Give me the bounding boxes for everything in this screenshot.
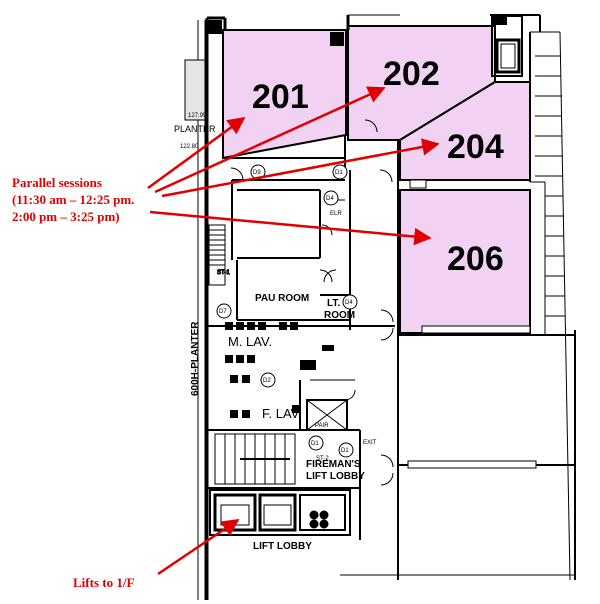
elr-label: ELR: [330, 211, 342, 217]
door-tag-d1-upper: [332, 164, 348, 180]
door-tag-d2-label: D2: [263, 378, 271, 384]
door-tag-d4-lower: [342, 294, 358, 310]
planter-area: PLANTER 127.95 122.80: [174, 59, 216, 150]
door-tag-d7: [216, 303, 232, 319]
lifts-annotation: Lifts to 1/F: [73, 575, 135, 590]
lavatory-fixtures: [225, 322, 334, 418]
parallel-sessions-time-1: (11:30 am – 12:25 pm.: [12, 192, 135, 207]
planter-side-label: 600H-PLANTER: [190, 321, 201, 396]
planter-label: PLANTER: [174, 124, 216, 134]
door-tag-d1-lower-b: [338, 442, 354, 458]
arrow-to-204: [161, 138, 440, 198]
lift-cars: [209, 489, 351, 536]
arrow-to-206: [149, 210, 432, 246]
parallel-sessions-title: Parallel sessions: [12, 175, 102, 190]
firemans-lobby-label-1: FIREMAN'S: [306, 459, 361, 470]
elevation-2: 122.80: [180, 144, 199, 150]
door-tag-labels: D9 D1 D4 D4 D7 D2 D1 D1: [219, 170, 353, 454]
exit-label: EXIT: [363, 440, 377, 446]
parallel-sessions-time-2: 2:00 pm – 3:25 pm): [12, 209, 120, 224]
pair-label: PAIR: [315, 423, 329, 429]
stair-st2: [214, 433, 296, 485]
door-tag-d1-upper-label: D1: [335, 170, 343, 176]
room-202-number: 202: [383, 55, 440, 93]
elevation-1: 127.95: [188, 113, 207, 119]
stair-st1: ST-1: [208, 224, 231, 286]
door-tag-d9-label: D9: [253, 170, 261, 176]
annotation-arrows: [147, 86, 440, 576]
window-strips: [407, 179, 537, 469]
door-tag-d4-upper: [323, 190, 339, 206]
arrow-to-lifts: [157, 518, 240, 576]
room-201-number: 201: [252, 78, 309, 116]
f-lav-label: F. LAV: [262, 406, 300, 421]
arrow-to-202: [154, 86, 386, 194]
stair-st1-label: ST-1: [217, 270, 230, 276]
room-206-number: 206: [447, 240, 504, 278]
door-tag-d1-lower-a-label: D1: [311, 441, 319, 447]
side-steps: [535, 55, 565, 317]
door-tag-d4-upper-label: D4: [326, 196, 334, 202]
door-tags: [216, 164, 358, 458]
pau-room-label: PAU ROOM: [255, 293, 309, 304]
room-206-area[interactable]: [399, 189, 531, 334]
firemans-lift: [306, 399, 348, 431]
room-204-number: 204: [447, 128, 504, 166]
lt-room-label-2: ROOM: [324, 310, 355, 321]
lift-lobby-label: LIFT LOBBY: [253, 541, 312, 552]
columns: [208, 15, 507, 46]
door-tag-d2: [260, 372, 276, 388]
door-tag-d7-label: D7: [219, 309, 227, 315]
arrow-to-201: [147, 116, 246, 190]
stair-st2-label: ST-2: [316, 456, 329, 462]
door-tag-d4-lower-label: D4: [345, 300, 353, 306]
door-tag-d1-lower-a: [308, 435, 324, 451]
door-tag-d1-lower-b-label: D1: [341, 448, 349, 454]
parallel-sessions-annotation: Parallel sessions (11:30 am – 12:25 pm. …: [12, 174, 134, 225]
m-lav-label: M. LAV.: [228, 334, 272, 349]
lt-room-label-1: LT.: [327, 298, 340, 309]
firemans-lobby-label-2: LIFT LOBBY: [306, 471, 365, 482]
